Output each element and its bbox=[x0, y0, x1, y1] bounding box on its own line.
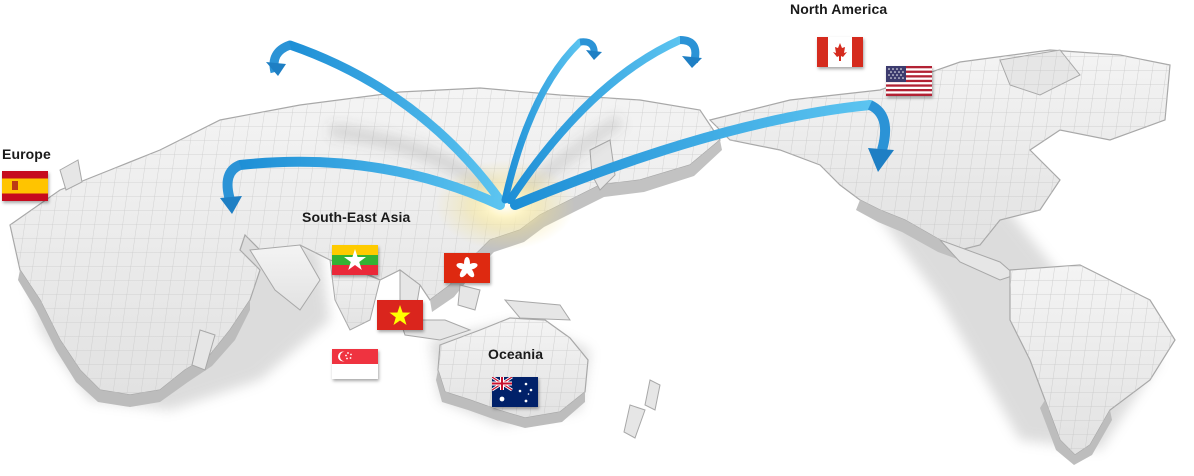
route-arrows bbox=[220, 36, 894, 214]
region-label-south-east-asia: South-East Asia bbox=[302, 209, 411, 225]
arrow-northeast bbox=[506, 36, 702, 204]
hong-kong-flag-icon bbox=[444, 253, 490, 283]
arrow-europe bbox=[220, 156, 505, 214]
australia-flag-icon bbox=[492, 377, 538, 407]
region-label-oceania: Oceania bbox=[488, 346, 544, 362]
arrow-northwest bbox=[266, 40, 505, 205]
australia-landmass bbox=[436, 299, 661, 439]
americas-landmass bbox=[708, 49, 1176, 465]
spain-flag-icon bbox=[2, 171, 48, 201]
myanmar-flag-icon bbox=[332, 245, 378, 275]
usa-flag-icon bbox=[886, 66, 932, 96]
region-label-north-america: North America bbox=[790, 1, 888, 17]
region-label-europe: Europe bbox=[2, 146, 51, 162]
singapore-flag-icon bbox=[332, 349, 378, 379]
canada-flag-icon bbox=[817, 37, 863, 67]
eurasia-africa-landmass bbox=[9, 87, 722, 407]
vietnam-flag-icon bbox=[377, 300, 423, 330]
arrow-north-america bbox=[510, 100, 894, 210]
arrow-north bbox=[501, 38, 602, 204]
